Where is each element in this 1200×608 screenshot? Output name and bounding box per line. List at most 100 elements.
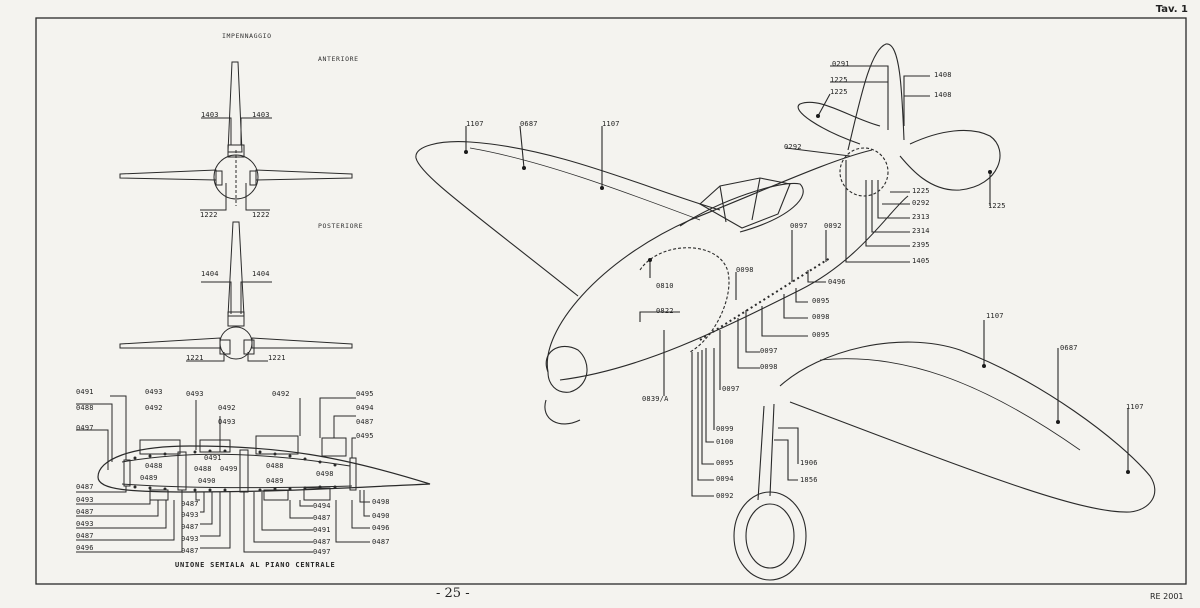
part-label: 0489 (140, 474, 158, 482)
part-label: 0493 (145, 388, 163, 396)
tail-title: IMPENNAGGIO (222, 32, 272, 40)
tail-rear-view (119, 221, 353, 362)
wing-section-caption: UNIONE SEMIALA AL PIANO CENTRALE (175, 561, 336, 569)
part-label: 0097 (790, 222, 808, 230)
part-label: 0493 (181, 535, 199, 543)
part-label: 0095 (716, 459, 734, 467)
part-label: 1221 (268, 354, 286, 362)
part-label: 1403 (201, 111, 219, 119)
part-label: 0100 (716, 438, 734, 446)
part-label: 0488 (76, 404, 94, 412)
part-label: 1107 (602, 120, 620, 128)
part-label: 1107 (1126, 403, 1144, 411)
part-label: 1222 (200, 211, 218, 219)
part-label: 0822 (656, 307, 674, 315)
part-label: 0490 (372, 512, 390, 520)
part-label: 1107 (466, 120, 484, 128)
part-label: 0493 (76, 520, 94, 528)
part-label: 1408 (934, 71, 952, 79)
sheet-number: Tav. 1 (1155, 4, 1188, 15)
part-label: 0493 (186, 390, 204, 398)
part-label: 0095 (812, 331, 830, 339)
part-label: 0099 (716, 425, 734, 433)
part-label: 0487 (313, 538, 331, 546)
part-label: 1856 (800, 476, 818, 484)
tail-front-view (119, 61, 353, 211)
part-label: 0098 (812, 313, 830, 321)
part-label: 0496 (76, 544, 94, 552)
part-label: 0487 (313, 514, 331, 522)
part-label: 0839/A (642, 395, 669, 403)
part-label: 0097 (760, 347, 778, 355)
part-label: 0492 (145, 404, 163, 412)
part-label: 0492 (218, 404, 236, 412)
horizontal-stabilizer (797, 101, 1001, 191)
part-label: 0488 (145, 462, 163, 470)
part-label: 1225 (912, 187, 930, 195)
part-label: 0094 (716, 475, 734, 483)
part-label: 1405 (912, 257, 930, 265)
part-label: 0292 (784, 143, 802, 151)
part-label: 0498 (316, 470, 334, 478)
part-label: 1403 (252, 111, 270, 119)
part-label: 0488 (266, 462, 284, 470)
vertical-fin (847, 43, 905, 151)
part-label: 1225 (830, 76, 848, 84)
part-label: 0487 (76, 508, 94, 516)
part-label: 2395 (912, 241, 930, 249)
part-label: 0487 (181, 500, 199, 508)
part-label: 0499 (220, 465, 238, 473)
part-label: 0496 (372, 524, 390, 532)
left-wing (415, 141, 721, 297)
part-label: 0492 (272, 390, 290, 398)
part-label: 0487 (372, 538, 390, 546)
part-label: 0494 (313, 502, 331, 510)
part-label: 0493 (181, 511, 199, 519)
rear-view-label: POSTERIORE (318, 222, 364, 230)
part-label: 0490 (198, 477, 216, 485)
right-wing (779, 341, 1156, 513)
part-label: 1225 (830, 88, 848, 96)
part-label: 2313 (912, 213, 930, 221)
part-label: 0487 (76, 532, 94, 540)
main-gear-leg (757, 403, 775, 501)
part-label: 0493 (76, 496, 94, 504)
part-label: 0498 (372, 498, 390, 506)
part-label: 0491 (204, 454, 222, 462)
nose-cowling (545, 345, 588, 393)
rivet-row (133, 449, 337, 492)
part-label: 0497 (76, 424, 94, 432)
part-label: 1404 (201, 270, 219, 278)
part-label: 0487 (181, 523, 199, 531)
part-label: 0489 (266, 477, 284, 485)
part-label: 0098 (760, 363, 778, 371)
aircraft-rivet-points (464, 114, 1130, 474)
part-label: 0487 (76, 483, 94, 491)
part-label: 0687 (1060, 344, 1078, 352)
part-label: 0291 (832, 60, 850, 68)
part-label: 1225 (988, 202, 1006, 210)
aircraft-isometric-view (415, 43, 1156, 581)
part-label: 1222 (252, 211, 270, 219)
part-label: 0496 (828, 278, 846, 286)
part-label: 0092 (824, 222, 842, 230)
part-label: 0494 (356, 404, 374, 412)
part-label: 0292 (912, 199, 930, 207)
part-label: 0491 (76, 388, 94, 396)
part-label: 0488 (194, 465, 212, 473)
part-label: 1404 (252, 270, 270, 278)
sheet-frame (35, 17, 1187, 585)
part-label: 1221 (186, 354, 204, 362)
part-label: 1906 (800, 459, 818, 467)
wing-root-section (76, 395, 431, 553)
part-label: 0493 (218, 418, 236, 426)
drawing-code: RE 2001 (1150, 592, 1184, 601)
page-number: - 25 - (436, 586, 470, 601)
part-label: 1408 (934, 91, 952, 99)
part-label: 0487 (356, 418, 374, 426)
part-label: 0092 (716, 492, 734, 500)
part-label: 0487 (181, 547, 199, 555)
part-label: 1107 (986, 312, 1004, 320)
part-label: 0495 (356, 432, 374, 440)
